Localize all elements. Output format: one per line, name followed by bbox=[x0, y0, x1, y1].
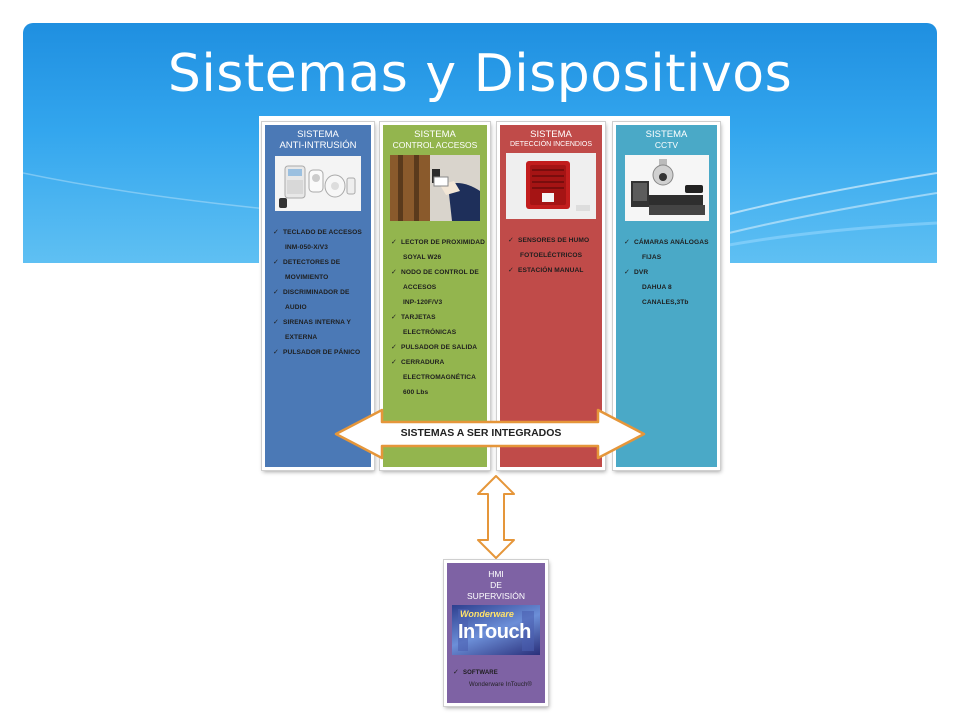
system-title: SISTEMA bbox=[530, 129, 572, 140]
hmi-title-2: DE bbox=[490, 580, 502, 590]
hmi-supervision: HMI DE SUPERVISIÓN Wonderware InTouch ✓S… bbox=[444, 560, 548, 706]
system-subtitle: CCTV bbox=[654, 139, 679, 150]
system-title: SISTEMA bbox=[645, 129, 688, 140]
slide-title: Sistemas y Dispositivos bbox=[167, 44, 793, 104]
system-header: SISTEMA DETECCIÓN INCENDIOS bbox=[500, 129, 602, 149]
system-subtitle: DETECCIÓN INCENDIOS bbox=[509, 140, 593, 148]
alarm-devices-image bbox=[275, 155, 361, 211]
logo-small-text: Wonderware bbox=[460, 609, 514, 619]
intouch-logo: Wonderware InTouch bbox=[452, 605, 540, 655]
integration-arrow bbox=[334, 408, 646, 460]
list-item: ✓ESTACIÓN MANUAL bbox=[508, 266, 584, 274]
hmi-title: HMI bbox=[488, 569, 504, 579]
system-header: SISTEMA CONTROL ACCESOS bbox=[383, 129, 487, 151]
system-subtitle: ANTI-INTRUSIÓN bbox=[279, 139, 357, 151]
system-header: SISTEMA CCTV bbox=[616, 129, 717, 151]
hmi-header: HMI DE SUPERVISIÓN bbox=[447, 569, 545, 602]
system-subtitle: CONTROL ACCESOS bbox=[392, 139, 478, 150]
hmi-link-arrow bbox=[477, 475, 515, 559]
hmi-title-3: SUPERVISIÓN bbox=[467, 591, 525, 601]
cctv-equipment-image bbox=[624, 154, 709, 221]
logo-big-text: InTouch bbox=[458, 621, 531, 643]
access-reader-image bbox=[390, 154, 480, 221]
integration-label: SISTEMAS A SER INTEGRADOS bbox=[400, 427, 562, 439]
system-access-control: SISTEMA CONTROL ACCESOS ✓LECTOR DE PROXI… bbox=[380, 122, 490, 470]
system-anti-intrusion: SISTEMA ANTI-INTRUSIÓN ✓TECLADO DE ACCES… bbox=[262, 122, 374, 470]
system-fire-detection: SISTEMA DETECCIÓN INCENDIOS ✓SENSORES DE… bbox=[497, 122, 605, 470]
list-item: ✓PULSADOR DE SALIDA bbox=[391, 343, 478, 351]
system-header: SISTEMA ANTI-INTRUSIÓN bbox=[265, 129, 371, 152]
system-title: SISTEMA bbox=[414, 129, 456, 140]
list-item: ✓PULSADOR DE PÁNICO bbox=[273, 348, 361, 356]
system-title: SISTEMA bbox=[297, 129, 339, 140]
fire-alarm-image bbox=[506, 152, 596, 219]
